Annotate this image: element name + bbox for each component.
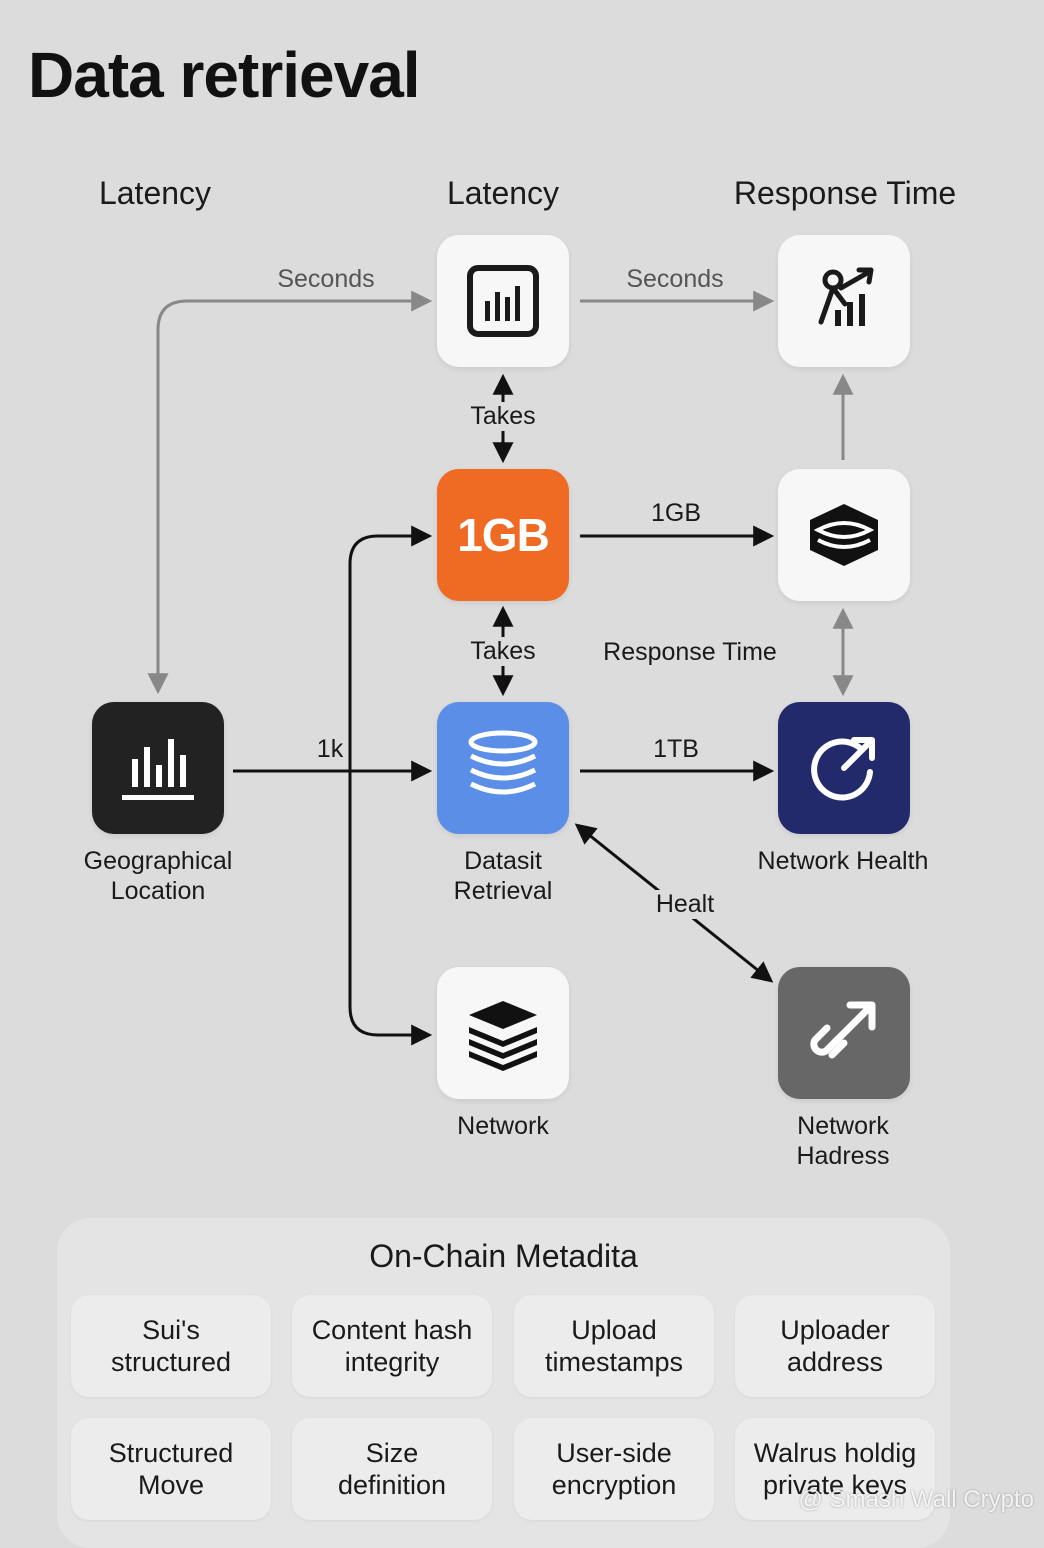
layers-icon bbox=[469, 1001, 537, 1071]
node-network-health bbox=[778, 702, 910, 834]
node-network bbox=[437, 967, 569, 1099]
metadata-card-line2: integrity bbox=[344, 1347, 440, 1377]
node-1gb: 1GB bbox=[437, 469, 569, 601]
watermark: @ Smash Wall Crypto bbox=[798, 1486, 1034, 1513]
node-label-network: Network bbox=[457, 1112, 549, 1140]
edge-geo-to-chart bbox=[147, 290, 433, 695]
metadata-card-line1: Walrus holdig bbox=[753, 1438, 917, 1468]
node-label-hadress-line1: Network bbox=[797, 1112, 889, 1140]
node-network-hadress bbox=[778, 967, 910, 1099]
edge-label-1gb: 1GB bbox=[650, 499, 702, 527]
metadata-title: On-Chain Metadita bbox=[369, 1238, 638, 1274]
node-label-datasit: Datasit Retrieval bbox=[403, 846, 603, 906]
node-label-geographical-line1: Geographical bbox=[83, 847, 233, 875]
node-storage bbox=[778, 469, 910, 601]
edge-label-1k: 1k bbox=[316, 735, 344, 763]
metadata-card-line2: private keys bbox=[762, 1470, 908, 1500]
growth-chart-icon bbox=[818, 267, 874, 326]
metadata-card-line2: definition bbox=[337, 1470, 447, 1500]
bar-chart-icon bbox=[467, 265, 539, 337]
edge-label-seconds-left: Seconds bbox=[277, 265, 375, 293]
node-label-hadress: Network Hadress bbox=[743, 1111, 943, 1171]
node-response-time bbox=[778, 235, 910, 367]
metadata-card-line2: address bbox=[786, 1347, 884, 1377]
edge-label-healt: Healt bbox=[640, 890, 730, 919]
column-header-right: Response Time bbox=[733, 175, 957, 211]
node-datasit-retrieval bbox=[437, 702, 569, 834]
metadata-card-line1: Content hash bbox=[311, 1315, 473, 1345]
node-label-hadress-line2: Hadress bbox=[796, 1142, 890, 1170]
column-header-left: Latency bbox=[98, 175, 212, 211]
edge-label-takes-bottom: Takes bbox=[458, 637, 548, 666]
edge-bracket-1gb bbox=[348, 525, 433, 1046]
node-label-network-health: Network Health bbox=[757, 847, 929, 875]
node-label-datasit-line1: Datasit bbox=[464, 847, 542, 875]
refresh-arrow-icon bbox=[811, 737, 875, 801]
disk-icon bbox=[810, 504, 878, 566]
edge-label-response-time: Response Time bbox=[603, 638, 777, 666]
metadata-card-line1: Structured bbox=[108, 1438, 234, 1468]
metadata-card-line1: Size bbox=[365, 1438, 419, 1468]
edge-label-1tb: 1TB bbox=[653, 735, 699, 763]
edge-label-seconds-right: Seconds bbox=[626, 265, 724, 293]
node-label-datasit-line2: Retrieval bbox=[453, 877, 553, 905]
metadata-card-line1: Uploader bbox=[780, 1315, 890, 1345]
node-geographical-location bbox=[92, 702, 224, 834]
bar-graph-icon bbox=[122, 739, 194, 800]
node-label-geographical-line2: Location bbox=[110, 877, 206, 905]
metadata-card-line2: Move bbox=[137, 1470, 205, 1500]
node-label-geographical: Geographical Location bbox=[58, 846, 258, 906]
database-icon bbox=[468, 730, 538, 795]
metadata-card-line1: User-side bbox=[556, 1438, 672, 1468]
metadata-card-line2: timestamps bbox=[544, 1347, 684, 1377]
metadata-card-line1: Upload bbox=[571, 1315, 657, 1345]
metadata-card-line2: structured bbox=[110, 1347, 232, 1377]
node-analytics bbox=[437, 235, 569, 367]
column-header-middle: Latency bbox=[446, 175, 560, 211]
metadata-card-line2: encryption bbox=[551, 1470, 677, 1500]
edge-label-takes-top: Takes bbox=[458, 402, 548, 431]
metadata-card-line1: Sui's bbox=[142, 1315, 200, 1345]
page-title: Data retrieval bbox=[28, 39, 421, 111]
link-arrow-icon bbox=[810, 1001, 876, 1059]
node-1gb-text: 1GB bbox=[457, 509, 550, 561]
